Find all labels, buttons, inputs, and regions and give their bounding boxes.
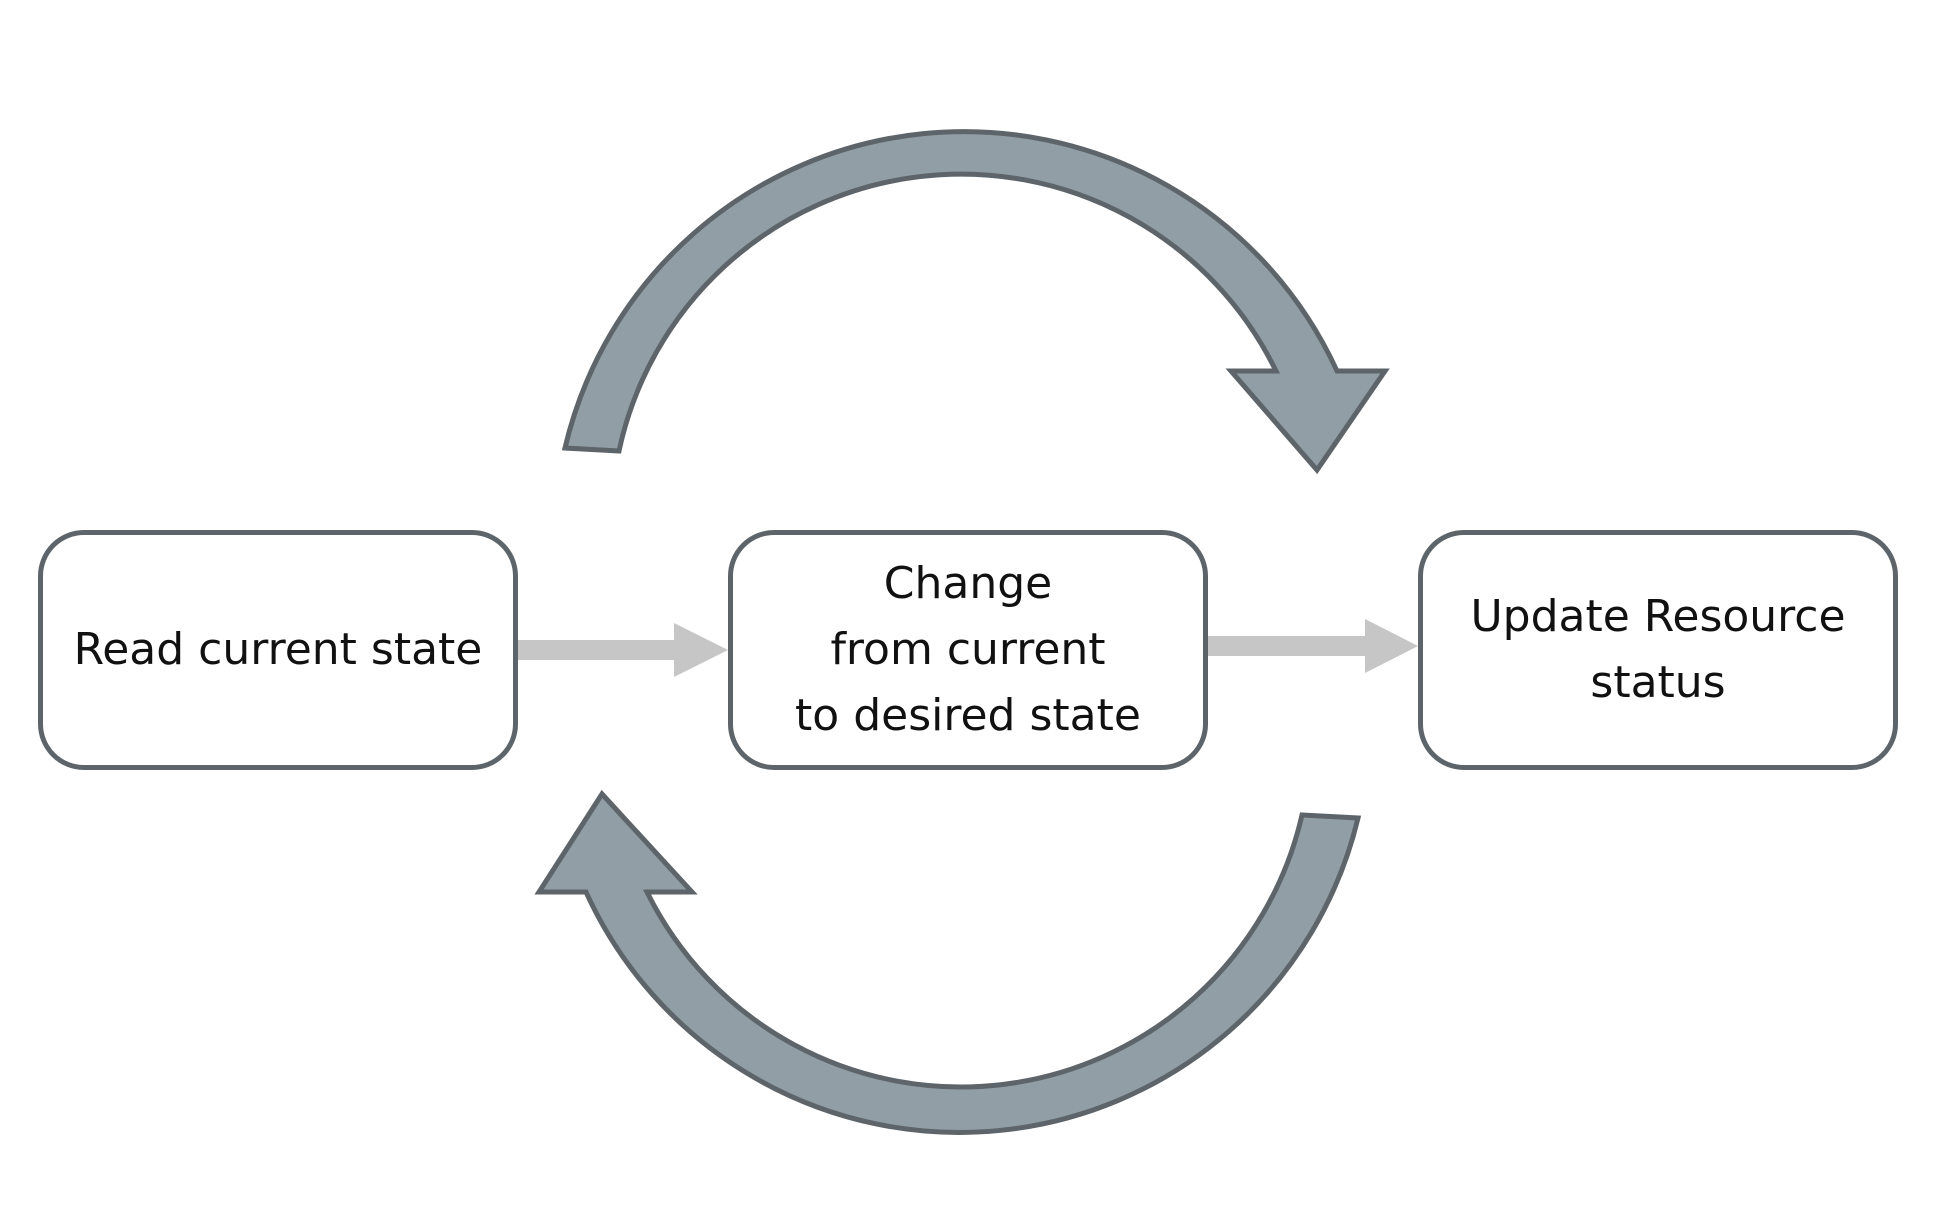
step-label: Read current state: [73, 624, 483, 675]
connector-arrow-change-to-update: [1208, 619, 1418, 673]
step-box-update-resource-status: Update Resource status: [1418, 530, 1898, 770]
cycle-arrow-top: [561, 129, 1390, 475]
cycle-arrow-bottom: [534, 789, 1362, 1135]
connector-arrow-head: [674, 623, 728, 677]
connector-arrow-shaft: [518, 640, 674, 660]
step-label: Update Resource status: [1470, 591, 1846, 708]
connector-arrow-shaft: [1208, 636, 1365, 656]
step-box-change-state: Change from current to desired state: [728, 530, 1208, 770]
step-box-read-current-state: Read current state: [38, 530, 518, 770]
connector-arrow-read-to-change: [518, 623, 728, 677]
connector-arrow-head: [1365, 619, 1418, 673]
step-label: Change from current to desired state: [795, 558, 1141, 741]
